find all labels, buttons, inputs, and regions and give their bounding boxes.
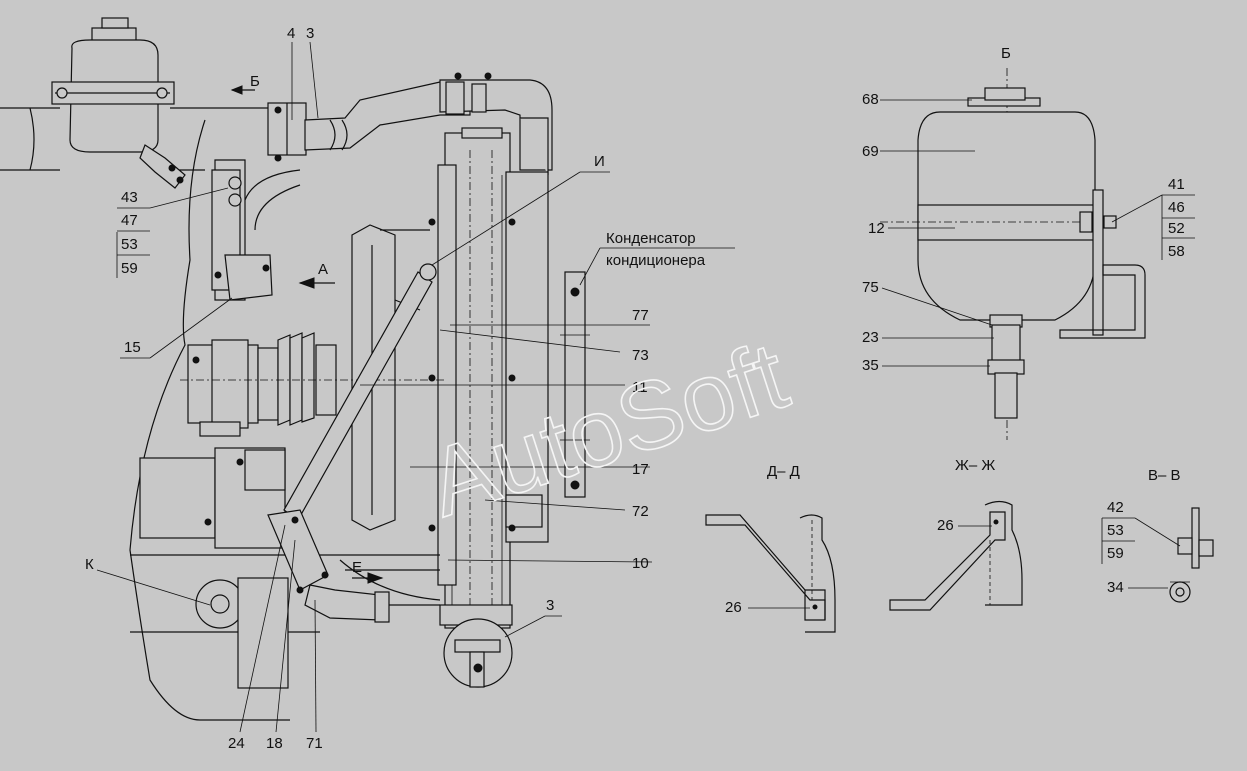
callout-15: 15 <box>124 339 141 356</box>
callout-69: 69 <box>862 143 879 160</box>
callout-10: 10 <box>632 555 649 572</box>
view-arrows <box>230 85 384 584</box>
callout-12: 12 <box>868 220 885 237</box>
view-b: Б <box>880 45 1146 440</box>
callout-3-lower: 3 <box>546 597 554 614</box>
callout-42: 42 <box>1107 499 1124 516</box>
section-v: В– В 42 53 59 34 <box>1101 467 1214 603</box>
expansion-tank-small <box>51 17 186 189</box>
callout-47: 47 <box>121 212 138 229</box>
left-callouts: 4 3 Б А Е 43 47 53 59 15 И Конденсатор к… <box>85 25 735 752</box>
lower-hose <box>304 559 441 623</box>
callout-75: 75 <box>862 279 879 296</box>
arrow-b-label: Б <box>250 73 260 90</box>
callout-41: 41 <box>1168 176 1185 193</box>
callout-condenser-2: кондиционера <box>606 252 706 269</box>
callout-26-d: 26 <box>725 599 742 616</box>
callout-52: 52 <box>1168 220 1185 237</box>
callout-35: 35 <box>862 357 879 374</box>
arrow-e-label: Е <box>352 559 362 576</box>
upper-hose <box>267 72 553 175</box>
callout-53: 53 <box>121 236 138 253</box>
section-d-title: Д– Д <box>767 463 800 480</box>
callout-68: 68 <box>862 91 879 108</box>
main-assembly <box>0 17 590 721</box>
section-zh-title: Ж– Ж <box>955 457 995 474</box>
section-d: Д– Д 26 <box>705 463 836 633</box>
callout-73: 73 <box>632 347 649 364</box>
callout-11: 11 <box>632 379 648 396</box>
lower-engine <box>130 447 440 689</box>
callout-k: К <box>85 556 94 573</box>
view-b-title: Б <box>1001 45 1011 62</box>
callout-59: 59 <box>121 260 138 277</box>
stay-rod <box>267 263 437 594</box>
section-v-title: В– В <box>1148 467 1181 484</box>
callout-53-v: 53 <box>1107 522 1124 539</box>
view-b-callouts: 68 69 12 41 46 52 58 75 23 35 <box>862 91 1195 374</box>
callout-34: 34 <box>1107 579 1124 596</box>
callout-4: 4 <box>287 25 295 42</box>
section-zh: Ж– Ж 26 <box>889 457 1023 611</box>
callout-3: 3 <box>306 25 314 42</box>
callout-71: 71 <box>306 735 323 752</box>
callout-43: 43 <box>121 189 138 206</box>
callout-condenser-1: Конденсатор <box>606 230 696 247</box>
callout-17: 17 <box>632 461 649 478</box>
condenser <box>560 271 590 498</box>
callout-46: 46 <box>1168 199 1185 216</box>
radiator-mount-detail <box>443 618 513 688</box>
callout-58: 58 <box>1168 243 1185 260</box>
callout-77: 77 <box>632 307 649 324</box>
engine-outline <box>129 119 301 721</box>
callout-24: 24 <box>228 735 245 752</box>
callout-i: И <box>594 153 605 170</box>
callout-72: 72 <box>632 503 649 520</box>
callout-26-zh: 26 <box>937 517 954 534</box>
arrow-a-label: А <box>318 261 328 278</box>
callout-18: 18 <box>266 735 283 752</box>
callout-59-v: 59 <box>1107 545 1124 562</box>
pulley-assembly <box>180 332 445 437</box>
callout-23: 23 <box>862 329 879 346</box>
